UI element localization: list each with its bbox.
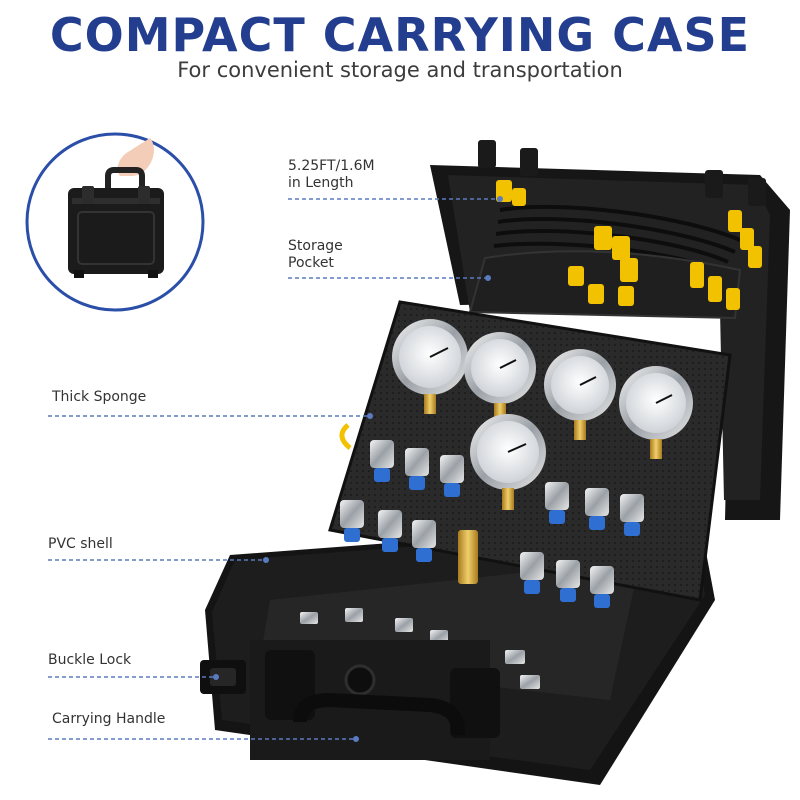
callout-carrying-handle: Carrying Handle xyxy=(52,711,166,727)
callout-hose-length: 5.25FT/1.6M in Length xyxy=(288,158,375,192)
quick-couplers xyxy=(340,440,644,608)
callout-buckle-lock: Buckle Lock xyxy=(48,652,132,668)
callout-storage-pocket-line1: Storage xyxy=(288,238,343,254)
case-base xyxy=(200,520,715,785)
inset-carry-illustration xyxy=(25,132,205,312)
callout-pvc-shell: PVC shell xyxy=(48,536,113,552)
callout-storage-pocket-line2: Pocket xyxy=(288,255,334,271)
page-subtitle: For convenient storage and transportatio… xyxy=(177,58,623,82)
callout-hose-length-line2: in Length xyxy=(288,175,354,191)
callout-lines xyxy=(48,196,503,742)
callout-thick-sponge: Thick Sponge xyxy=(52,389,147,405)
callout-storage-pocket: Storage Pocket xyxy=(288,238,343,272)
case-lid xyxy=(430,140,790,520)
page-title: COMPACT CARRYING CASE xyxy=(49,8,751,62)
pressure-gauges xyxy=(392,319,693,510)
callout-hose-length-line1: 5.25FT/1.6M xyxy=(288,158,375,174)
